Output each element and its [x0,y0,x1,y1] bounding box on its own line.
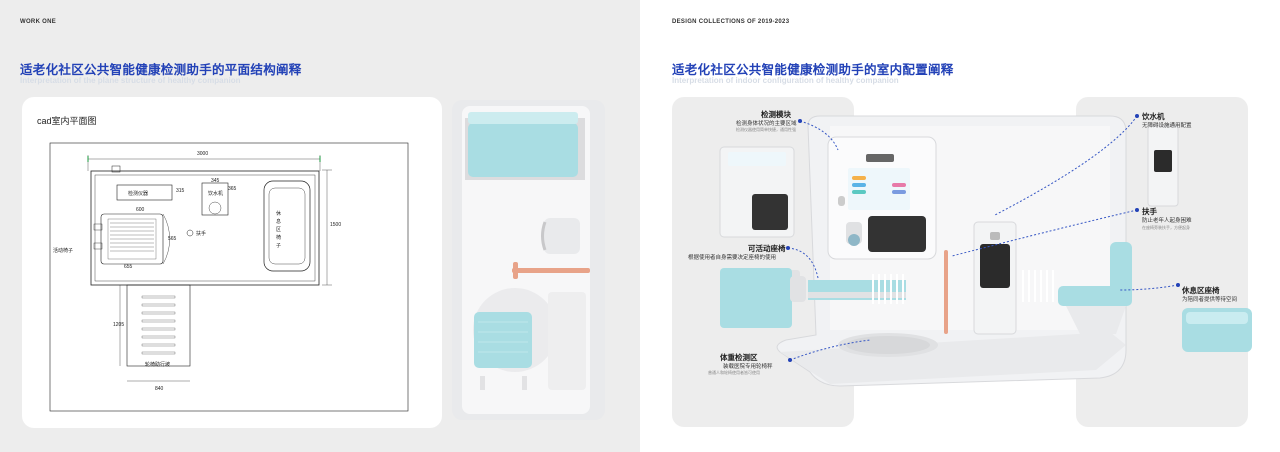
ramp-block [126,284,191,367]
movable-chair-block [100,213,164,265]
callout-handrail-title: 扶手 [1142,207,1157,216]
page-subtitle: Interpretation of the plane structure of… [20,76,241,85]
rest-seat-teal [468,123,578,177]
wall-slats [872,270,1054,304]
room-outline [90,170,320,286]
page-title: 适老化社区公共智能健康检测助手的平面结构阐释 [20,63,302,77]
callout-weight-title: 体重检测区 [720,353,758,362]
rest-chair-block [263,180,311,272]
dim-width: 3000 [197,151,209,157]
rest-chair-seat [1058,286,1132,306]
cad-title: cad室内平面图 [37,116,97,126]
detection-screen [868,216,926,252]
handrail-render [944,250,948,334]
callout-detection-sub: 检测仪器使用简单快捷，通用性强 [736,127,796,132]
instrument-top [548,292,586,390]
page-tag: WORK ONE [20,19,57,25]
dim-655: 655 [124,264,133,270]
cad-card [22,97,442,428]
dim-1205: 1205 [113,322,125,328]
label-movable: 活动椅子 [53,248,74,254]
cad-drawing [49,142,409,412]
page-subtitle: Interpretation of indoor configuration o… [672,76,899,85]
dim-840: 840 [155,386,164,392]
handrail-mark [186,229,194,237]
callout-weight-sub: 普通人和轮椅使用者皆可使用 [708,370,760,375]
handrail-bar [512,268,590,273]
callout-handrail-sub: 在座椅旁装扶手，方便起身 [1142,225,1190,230]
callout-seat-desc: 根据使用者自身需要决定座椅的使用 [688,255,777,261]
dim-565: 565 [168,236,177,242]
page-tag: DESIGN COLLECTIONS OF 2019-2023 [672,19,790,25]
water-top [544,218,580,254]
dim-365: 365 [228,186,237,192]
dim-height: 1500 [330,222,342,228]
callout-rest-title: 休息区座椅 [1182,286,1220,295]
label-instrument: 检测仪器 [128,191,149,197]
callout-detection-title: 检测模块 [761,110,791,119]
movable-seat-teal [474,312,532,368]
water-block [201,182,229,216]
seat-thumbnail [720,268,792,328]
callout-handrail-desc: 防止老年人起身困难 [1142,218,1192,224]
dim-600: 600 [136,207,145,213]
label-water: 饮水机 [208,191,224,197]
page-title: 适老化社区公共智能健康检测助手的室内配置阐释 [672,63,954,77]
callout-lines [787,115,1179,361]
label-handrail: 扶手 [196,231,207,237]
callout-water-desc: 无障碍设施通用配置 [1142,123,1192,129]
callout-seat-title: 可活动座椅 [748,244,786,253]
label-wheelchair: 轮椅助行坡 [145,362,171,368]
callout-dots [786,114,1180,362]
left-page: WORK ONE 适老化社区公共智能健康检测助手的平面结构阐释 Interpre… [0,0,640,452]
callout-weight-desc: 装载医院专用轮椅秤 [723,364,773,370]
plan-render [462,106,590,414]
callout-rest-desc: 为陪同者提供等待空间 [1182,297,1238,303]
dim-345: 345 [211,178,220,184]
instrument-block [116,184,173,201]
label-rest: 休息区椅子 [276,211,282,249]
callout-detection-desc: 检测身体状况的主要区域 [736,121,797,127]
callout-water-title: 饮水机 [1142,112,1165,121]
dim-315: 315 [176,188,185,194]
right-page: DESIGN COLLECTIONS OF 2019-2023 适老化社区公共智… [640,0,1280,452]
cad-frame [49,142,409,412]
interior-render [719,114,1252,387]
floor [780,332,1126,384]
